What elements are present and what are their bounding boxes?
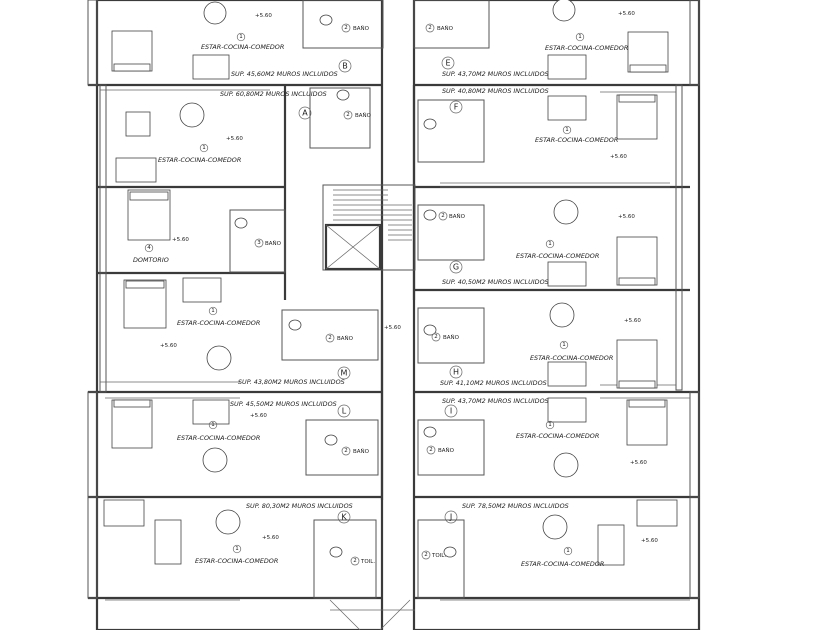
room-number: 1 <box>566 548 570 554</box>
room-number: 2 <box>346 112 350 118</box>
unit-surface-b: SUP. 45,60M2 MUROS INCLUIDOS <box>231 70 338 78</box>
level-mark: +5.60 <box>618 214 635 220</box>
unit-tag-g: G <box>453 263 459 272</box>
room-number: 2 <box>429 447 433 453</box>
room-label: DOMTORIO <box>133 256 169 264</box>
level-mark: +5.60 <box>641 538 658 544</box>
room-label: ESTAR-COCINA-COMEDOR <box>195 557 278 565</box>
unit-tag-m: M <box>341 369 348 378</box>
room-label: ESTAR-COCINA-COMEDOR <box>535 136 618 144</box>
room-number: 1 <box>562 342 566 348</box>
room-number: 1 <box>565 127 569 133</box>
room-number: 2 <box>424 552 428 558</box>
room-label: ESTAR-COCINA-COMEDOR <box>158 156 241 164</box>
room-number: 2 <box>344 448 348 454</box>
room-label: TOIL. <box>431 553 446 559</box>
level-mark: +5.60 <box>160 343 177 349</box>
room-number: 1 <box>239 34 243 40</box>
room-label: BAÑO <box>355 112 372 119</box>
level-mark: +5.60 <box>172 237 189 243</box>
room-number: 1 <box>578 34 582 40</box>
unit-surface-g: SUP. 40,50M2 MUROS INCLUIDOS <box>442 278 549 286</box>
level-mark: +5.60 <box>250 413 267 419</box>
room-number: 1 <box>548 422 552 428</box>
level-mark: +5.60 <box>262 535 279 541</box>
unit-tag-k: K <box>341 513 347 522</box>
unit-tag-j: J <box>449 513 452 522</box>
room-number: 2 <box>434 334 438 340</box>
unit-tag-h: H <box>453 368 459 377</box>
room-number: 1 <box>202 145 206 151</box>
unit-surface-i: SUP. 43,70M2 MUROS INCLUIDOS <box>442 397 549 405</box>
room-label: ESTAR-COCINA-COMEDOR <box>516 432 599 440</box>
room-label: ESTAR-COCINA-COMEDOR <box>530 354 613 362</box>
unit-surface-k: SUP. 80,30M2 MUROS INCLUIDOS <box>246 502 353 510</box>
level-mark: +5.60 <box>384 325 401 331</box>
level-mark: +5.60 <box>624 318 641 324</box>
unit-surface-m: SUP. 43,80M2 MUROS INCLUIDOS <box>238 378 345 386</box>
unit-tag-e: E <box>445 59 450 68</box>
unit-tag-a: A <box>302 109 308 118</box>
unit-surface-l: SUP. 45,50M2 MUROS INCLUIDOS <box>230 400 337 408</box>
room-label: BAÑO <box>353 25 370 32</box>
unit-surface-h: SUP. 41,10M2 MUROS INCLUIDOS <box>440 379 547 387</box>
room-number: 2 <box>328 335 332 341</box>
room-label: BAÑO <box>449 213 466 220</box>
room-label: ESTAR-COCINA-COMEDOR <box>545 44 628 52</box>
room-label: ESTAR-COCINA-COMEDOR <box>177 319 260 327</box>
furniture <box>103 0 678 566</box>
room-number: 1 <box>211 308 215 314</box>
unit-tag-l: L <box>342 407 347 416</box>
room-number: 1 <box>211 422 215 428</box>
room-label: ESTAR-COCINA-COMEDOR <box>521 560 604 568</box>
room-label: ESTAR-COCINA-COMEDOR <box>177 434 260 442</box>
unit-tag-f: F <box>454 103 459 112</box>
room-label: BAÑO <box>337 335 354 342</box>
level-mark: +5.60 <box>630 460 647 466</box>
unit-surface-e: SUP. 43,70M2 MUROS INCLUIDOS <box>442 70 549 78</box>
room-number: 4 <box>147 245 151 251</box>
room-number: 2 <box>428 25 432 31</box>
room-number-rings <box>144 23 585 566</box>
room-number: 2 <box>353 558 357 564</box>
room-number: 2 <box>441 213 445 219</box>
unit-surface-a: SUP. 60,80M2 MUROS INCLUIDOS <box>220 90 327 98</box>
room-label: TOIL. <box>360 559 375 565</box>
stair-core <box>322 184 416 630</box>
unit-surface-j: SUP. 78,50M2 MUROS INCLUIDOS <box>462 502 569 510</box>
unit-surface-f: SUP. 40,80M2 MUROS INCLUIDOS <box>442 87 549 95</box>
room-number: 3 <box>257 240 261 246</box>
room-label: ESTAR-COCINA-COMEDOR <box>516 252 599 260</box>
level-mark: +5.60 <box>618 11 635 17</box>
level-mark: +5.60 <box>610 154 627 160</box>
room-label: ESTAR-COCINA-COMEDOR <box>201 43 284 51</box>
room-label: BAÑO <box>438 447 455 454</box>
room-label: BAÑO <box>353 448 370 455</box>
wet-areas <box>229 0 490 599</box>
level-mark: +5.60 <box>255 13 272 19</box>
room-label: BAÑO <box>437 25 454 32</box>
room-label: BAÑO <box>265 240 282 247</box>
room-number: 1 <box>235 546 239 552</box>
room-number: 1 <box>548 241 552 247</box>
room-label: BAÑO <box>443 334 460 341</box>
unit-tag-i: I <box>450 407 452 416</box>
level-mark: +5.60 <box>226 136 243 142</box>
unit-tag-b: B <box>342 62 348 71</box>
room-number: 2 <box>344 25 348 31</box>
